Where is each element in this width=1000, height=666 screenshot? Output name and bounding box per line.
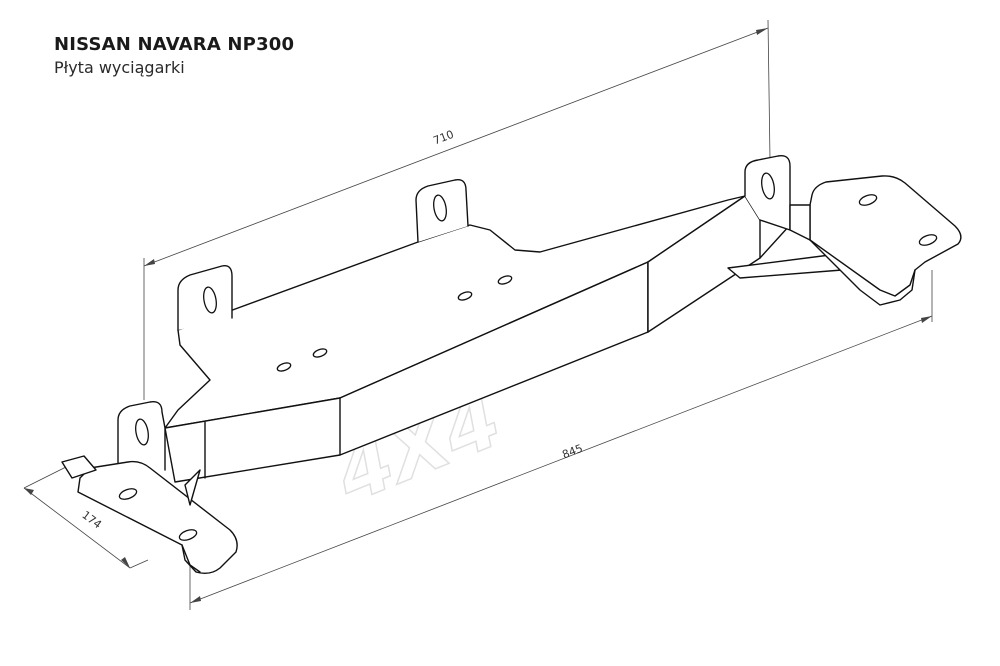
page-subtitle: Płyta wyciągarki	[54, 58, 185, 77]
dimension-lines	[23, 19, 933, 610]
hole-left-foot-1	[118, 488, 138, 500]
winch-plate	[61, 155, 962, 575]
hole-plate-1	[276, 362, 292, 372]
hole-plate-3	[457, 291, 473, 301]
hole-plate-4	[497, 275, 513, 285]
slot-left-rear	[203, 286, 217, 314]
right-foot	[809, 175, 962, 306]
left-foot	[77, 460, 238, 575]
dim-depth-label: 174	[79, 508, 104, 531]
hole-right-foot-2	[918, 234, 938, 246]
page-title: NISSAN NAVARA NP300	[54, 34, 295, 55]
slot-left-front	[135, 418, 149, 446]
hole-left-foot-2	[178, 529, 198, 541]
dim-top-label: 710	[431, 128, 455, 148]
hole-right-foot-1	[858, 194, 878, 206]
slot-right	[761, 172, 775, 200]
dim-bottom-label: 845	[560, 442, 584, 462]
hole-plate-2	[312, 348, 328, 358]
slot-middle	[433, 194, 447, 222]
right-arm	[647, 195, 761, 333]
slots	[118, 172, 938, 541]
